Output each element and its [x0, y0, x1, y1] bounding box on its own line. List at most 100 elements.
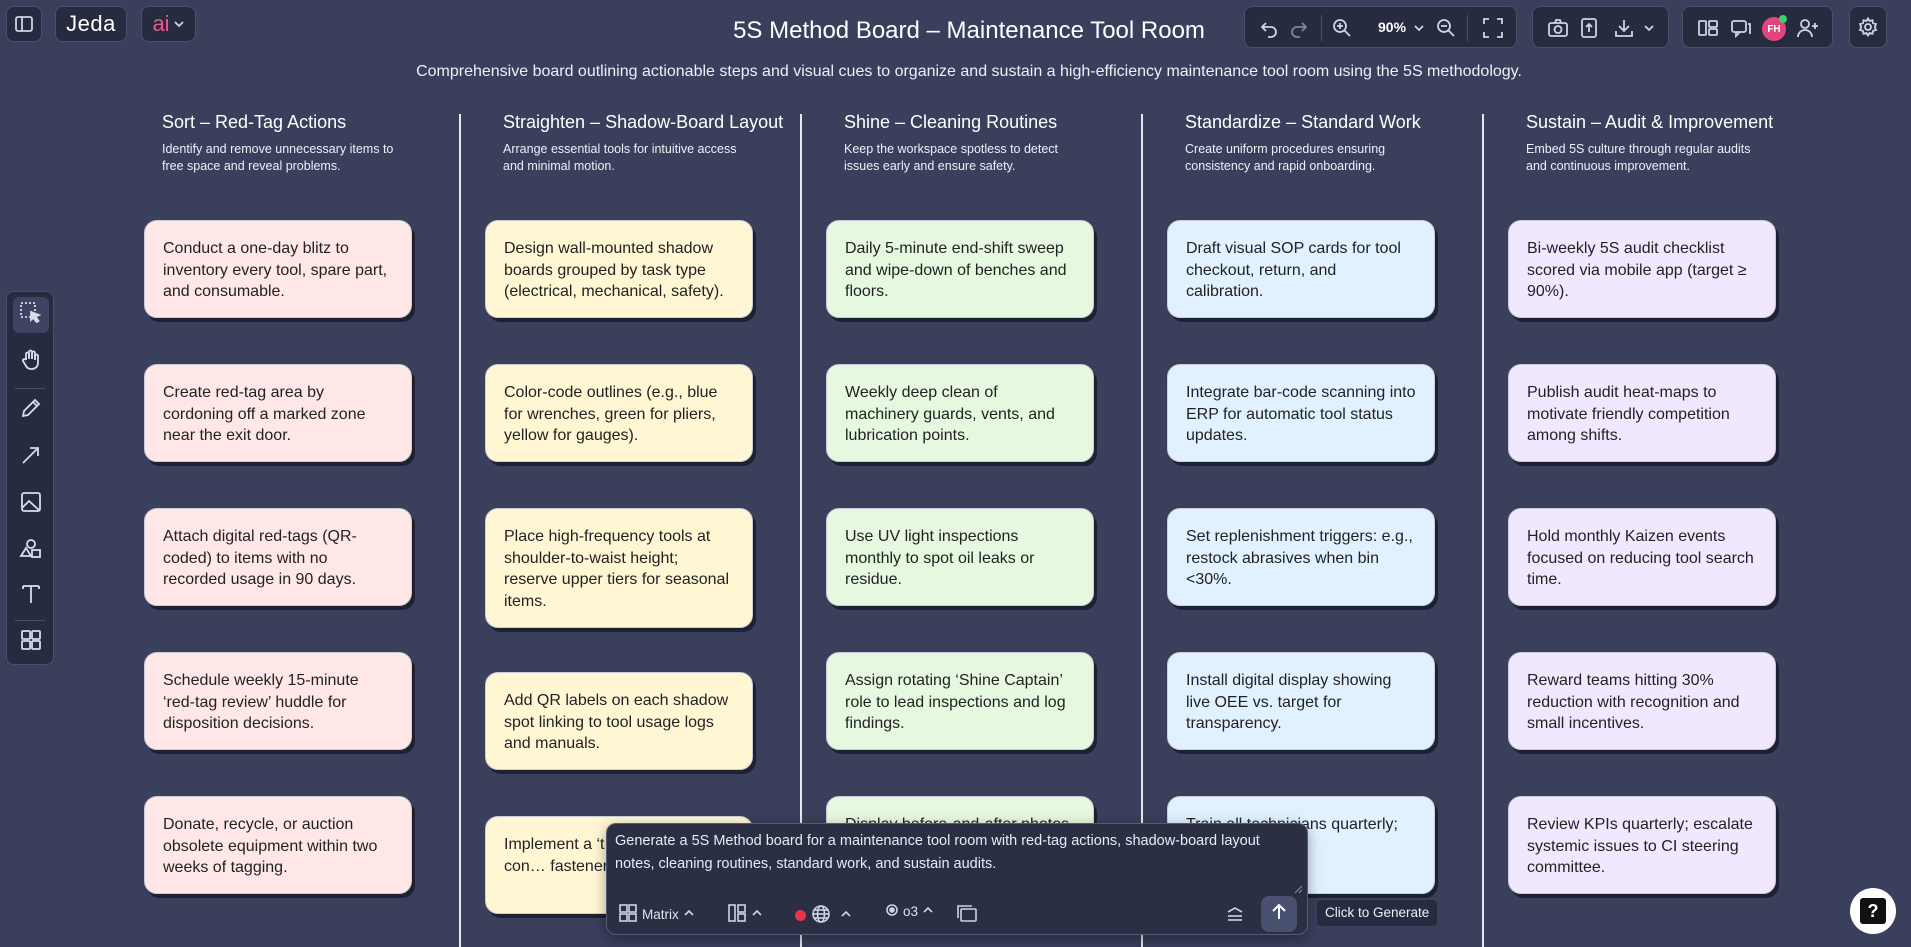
sticky-card[interactable]: Install digital display showing live OEE…	[1167, 652, 1435, 750]
templates-tool[interactable]	[13, 624, 49, 660]
sticky-card[interactable]: Use UV light inspections monthly to spot…	[826, 508, 1094, 606]
redo-icon[interactable]	[1289, 18, 1309, 38]
sticky-card[interactable]: Assign rotating ‘Shine Captain’ role to …	[826, 652, 1094, 750]
upload-icon[interactable]	[1579, 17, 1599, 39]
sticky-card[interactable]: Add QR labels on each shadow spot linkin…	[485, 672, 753, 770]
settings-button[interactable]	[1849, 6, 1887, 48]
page-title: 5S Method Board – Maintenance Tool Room	[733, 17, 1205, 44]
sticky-card[interactable]: Schedule weekly 15-minute ‘red-tag revie…	[144, 652, 412, 750]
sticky-card[interactable]: Color-code outlines (e.g., blue for wren…	[485, 364, 753, 462]
column-subtitle[interactable]: Create uniform procedures ensuring consi…	[1185, 142, 1386, 173]
collaboration-toolbar: FH	[1682, 6, 1833, 48]
sticky-card[interactable]: Review KPIs quarterly; escalate systemic…	[1508, 796, 1776, 894]
web-search-toggle[interactable]	[795, 903, 852, 928]
chevron-up-icon	[840, 908, 852, 923]
chevron-up-icon	[922, 904, 934, 919]
columns-icon	[727, 903, 747, 926]
record-dot	[795, 910, 806, 921]
sticky-card[interactable]: Set replenishment triggers: e.g., restoc…	[1167, 508, 1435, 606]
chevron-down-icon[interactable]	[1643, 22, 1655, 34]
column-title[interactable]: Sort – Red-Tag Actions	[162, 112, 347, 132]
chevron-down-icon[interactable]	[1413, 22, 1425, 34]
layout-selector[interactable]: Matrix	[618, 903, 695, 926]
arrow-icon	[19, 443, 43, 472]
online-status-dot	[1779, 15, 1787, 23]
sticky-card[interactable]: Publish audit heat-maps to motivate frie…	[1508, 364, 1776, 462]
sticky-card[interactable]: Create red-tag area by cordoning off a m…	[144, 364, 412, 462]
hand-tool[interactable]	[13, 344, 49, 380]
column-divider	[800, 114, 802, 947]
sticky-card[interactable]: Integrate bar-code scanning into ERP for…	[1167, 364, 1435, 462]
shapes-tool[interactable]	[13, 532, 49, 568]
jeda-logo: Jeda	[66, 11, 116, 36]
pencil-icon	[19, 396, 43, 425]
matrix-icon	[618, 903, 638, 926]
card-style-selector[interactable]	[727, 903, 763, 926]
tools-toolbar	[6, 291, 54, 665]
column-subtitle[interactable]: Identify and remove unnecessary items to…	[162, 142, 394, 173]
pen-tool[interactable]	[13, 392, 49, 428]
help-button[interactable]: ?	[1850, 888, 1896, 934]
ai-menu-button[interactable]: ai	[141, 6, 196, 42]
tools-divider	[15, 620, 45, 621]
model-icon	[885, 903, 899, 920]
slides-icon	[956, 904, 978, 927]
select-tool[interactable]	[13, 297, 49, 333]
sticky-card[interactable]: Draft visual SOP cards for tool checkout…	[1167, 220, 1435, 318]
column-title[interactable]: Shine – Cleaning Routines	[844, 112, 1058, 132]
sticky-card[interactable]: Hold monthly Kaizen events focused on re…	[1508, 508, 1776, 606]
sidebar-panel-icon	[14, 14, 34, 34]
column-subtitle[interactable]: Arrange essential tools for intuitive ac…	[503, 142, 737, 173]
globe-icon	[810, 903, 832, 928]
model-selector[interactable]: o3	[885, 903, 934, 920]
logo-button[interactable]: Jeda	[55, 6, 127, 42]
zoom-out-icon[interactable]	[1436, 18, 1456, 38]
sticky-card[interactable]: Place high-frequency tools at shoulder-t…	[485, 508, 753, 628]
download-icon[interactable]	[1613, 17, 1635, 39]
grid-icon	[19, 628, 43, 657]
sticky-card[interactable]: Weekly deep clean of machinery guards, v…	[826, 364, 1094, 462]
fit-screen-icon[interactable]	[1482, 17, 1504, 39]
camera-icon[interactable]	[1547, 18, 1569, 38]
zoom-level[interactable]: 90%	[1378, 19, 1407, 35]
prompt-panel: Generate a 5S Method board for a mainten…	[606, 823, 1308, 935]
arrow-tool[interactable]	[13, 439, 49, 475]
sticky-card[interactable]: Daily 5-minute end-shift sweep and wipe-…	[826, 220, 1094, 318]
generate-button[interactable]	[1261, 896, 1297, 932]
toolbar-divider	[1321, 15, 1322, 41]
sticky-card[interactable]: Design wall-mounted shadow boards groupe…	[485, 220, 753, 318]
undo-icon[interactable]	[1259, 18, 1279, 38]
clear-button[interactable]	[1225, 904, 1245, 927]
toolbar-divider	[1467, 15, 1468, 41]
text-tool[interactable]	[13, 578, 49, 614]
attach-context-button[interactable]	[956, 904, 978, 927]
prompt-input[interactable]: Generate a 5S Method board for a mainten…	[615, 833, 1260, 872]
column-title[interactable]: Sustain – Audit & Improvement	[1526, 112, 1774, 132]
resize-handle-icon[interactable]	[1293, 884, 1303, 894]
comments-icon[interactable]	[1730, 18, 1752, 38]
tools-divider	[15, 388, 45, 389]
model-label: o3	[903, 904, 919, 919]
zoom-in-icon[interactable]	[1332, 18, 1352, 38]
sidebar-toggle-button[interactable]	[6, 6, 42, 42]
column-subtitle[interactable]: Embed 5S culture through regular audits …	[1526, 142, 1751, 173]
view-toolbar: 90%	[1244, 6, 1517, 48]
text-icon	[19, 582, 43, 611]
column-title[interactable]: Straighten – Shadow-Board Layout	[503, 112, 784, 132]
sticky-card[interactable]: Conduct a one-day blitz to inventory eve…	[144, 220, 412, 318]
column-divider	[1141, 114, 1143, 947]
arrow-up-icon	[1270, 903, 1288, 926]
image-tool[interactable]	[13, 486, 49, 522]
panels-icon[interactable]	[1697, 18, 1719, 38]
sticky-card[interactable]: Donate, recycle, or auction obsolete equ…	[144, 796, 412, 894]
sticky-card[interactable]: Attach digital red-tags (QR-coded) to it…	[144, 508, 412, 606]
shapes-icon	[19, 536, 43, 565]
add-user-icon[interactable]	[1797, 18, 1819, 38]
ai-label: ai	[152, 11, 170, 36]
column-divider	[1482, 114, 1484, 947]
column-title[interactable]: Standardize – Standard Work	[1185, 112, 1421, 132]
column-subtitle[interactable]: Keep the workspace spotless to detect is…	[844, 142, 1059, 173]
sticky-card[interactable]: Bi-weekly 5S audit checklist scored via …	[1508, 220, 1776, 318]
sticky-card[interactable]: Reward teams hitting 30% reduction with …	[1508, 652, 1776, 750]
hand-icon	[19, 348, 43, 377]
